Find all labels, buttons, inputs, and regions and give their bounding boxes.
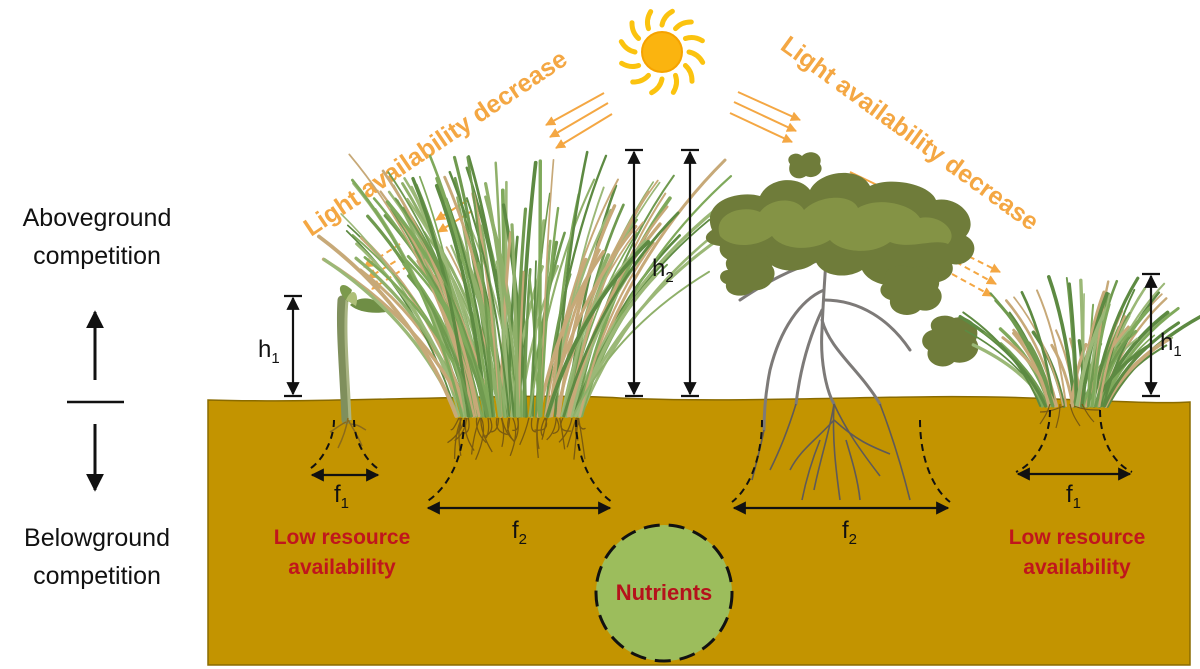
aboveground-label-line1: Aboveground (23, 204, 172, 232)
tree-canopy (705, 152, 979, 367)
low-resource-left-line1: Low resource (274, 526, 411, 549)
zone-boundaries (307, 409, 1133, 503)
grass-clump-small (958, 275, 1200, 408)
roots-grass-large (447, 417, 586, 461)
h1-left-label: h1 (258, 336, 280, 367)
f1-right-label: f1 (1066, 481, 1081, 512)
tree-plant (705, 152, 979, 501)
soil-ground (207, 395, 1191, 666)
sun-icon (618, 8, 706, 96)
width-arrows (310, 467, 1132, 515)
belowground-label-line2: competition (33, 562, 161, 590)
low-resource-right-line2: availability (1023, 556, 1131, 579)
height-arrows (284, 148, 1160, 398)
h2-label: h2 (652, 255, 674, 286)
h1-right-label: h1 (1160, 329, 1182, 360)
f1-left-label: f1 (334, 481, 349, 512)
seedling-plant (329, 285, 386, 449)
nutrients-label: Nutrients (616, 580, 713, 605)
belowground-label-line1: Belowground (24, 524, 170, 552)
f2-right-label: f2 (842, 517, 857, 548)
aboveground-label-line2: competition (33, 242, 161, 270)
low-resource-left-line2: availability (288, 556, 396, 579)
grass-clump-large (317, 150, 736, 418)
roots-grass-small (1039, 403, 1101, 429)
f2-left-label: f2 (512, 517, 527, 548)
nutrients-pool: Nutrients (594, 523, 734, 663)
low-resource-right-line1: Low resource (1009, 526, 1146, 549)
